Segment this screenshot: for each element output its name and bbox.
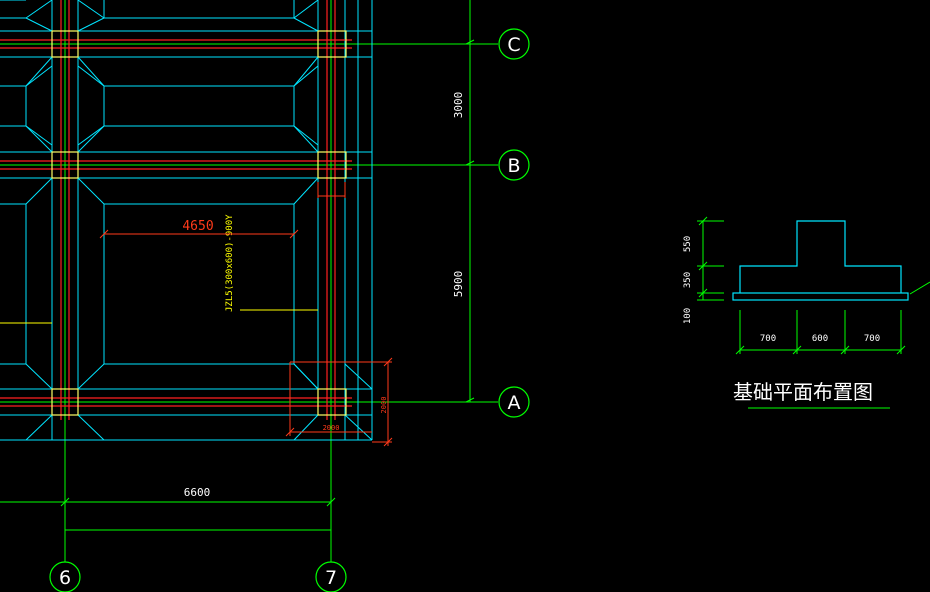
section-dimensions [697, 216, 906, 355]
beam-outlines [0, 0, 373, 441]
section-width-1: 700 [760, 334, 776, 344]
column-a6 [51, 388, 79, 416]
axis-bubble-a [498, 386, 530, 418]
column-a7 [317, 388, 347, 416]
axis-bubbles [49, 28, 530, 592]
column-b7 [317, 151, 347, 179]
footing-base [732, 292, 909, 301]
axis-bubble-6 [49, 561, 81, 592]
grid-lines [0, 0, 498, 562]
slab-width-dimension [99, 229, 299, 239]
beam-label-leader [0, 309, 318, 324]
footing-profile [739, 220, 902, 293]
column-c6 [51, 30, 79, 58]
section-width-3: 700 [864, 334, 880, 344]
axis-lines [0, 0, 352, 420]
section-width-2: 600 [812, 334, 828, 344]
axis-bubble-c [498, 28, 530, 60]
section-height-2: 350 [683, 272, 693, 288]
section-height-1: 550 [683, 236, 693, 252]
axis-label-a: A [508, 392, 521, 414]
axis-label-6: 6 [59, 567, 71, 589]
span-6-7: 6600 [184, 486, 211, 499]
columns [51, 30, 347, 416]
footing-dim-vertical: 2000 [380, 397, 388, 414]
drawing-title: 基础平面布置图 [733, 380, 873, 404]
axis-bubble-b [498, 149, 530, 181]
axis-label-7: 7 [325, 567, 337, 589]
axis-bubble-7 [315, 561, 347, 592]
footing-section [732, 220, 909, 301]
axis-label-b: B [507, 155, 520, 177]
slab-width-label: 4650 [182, 219, 213, 234]
span-b-a: 5900 [452, 271, 465, 298]
axis-label-c: C [507, 34, 520, 56]
span-c-b: 3000 [452, 92, 465, 119]
footing-dimensions [285, 357, 393, 447]
column-c7 [317, 30, 347, 58]
column-b6 [51, 151, 79, 179]
beam-label: JZL5(300x600)-900Y [225, 214, 235, 312]
section-height-3: 100 [683, 308, 693, 324]
footing-dim-horizontal: 2000 [323, 424, 340, 432]
